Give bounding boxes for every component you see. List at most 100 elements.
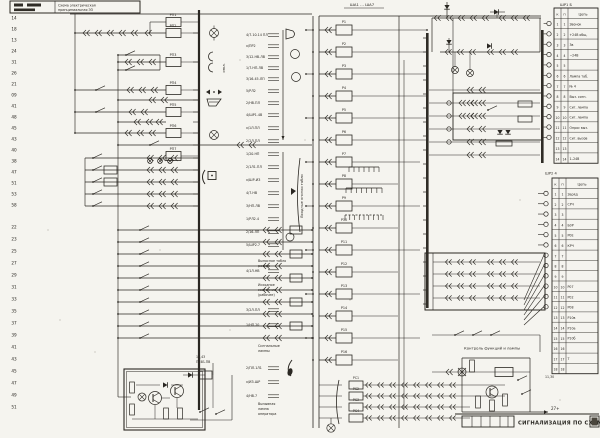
- symbol-column: откл.: [202, 25, 226, 185]
- contact-icon: [148, 129, 156, 137]
- relay-label: Р2: [342, 42, 346, 46]
- contact-icon: [469, 14, 477, 22]
- table-cell: 18: [554, 368, 558, 372]
- contact-icon: [146, 166, 154, 174]
- contact-icon: [389, 393, 396, 399]
- coil-label: РП2: [170, 24, 177, 28]
- contact-icon: [324, 268, 332, 276]
- bracket-icon: [202, 169, 206, 185]
- wire: [489, 386, 497, 391]
- table-cell: 11: [561, 296, 565, 300]
- section-label: 11,30: [545, 375, 554, 379]
- matrix-label: РС4: [353, 409, 359, 413]
- table-cell: 2: [562, 203, 564, 207]
- table-cell: 13: [554, 316, 558, 320]
- table-cell: 5: [562, 234, 564, 238]
- stamp-text: Схема электрическая: [58, 3, 96, 7]
- table-cell: Опрос выз.: [570, 126, 588, 130]
- junction: [311, 229, 313, 231]
- terminal-label: 2/16.ЛП: [246, 230, 260, 234]
- table-cell: 7: [562, 254, 564, 258]
- table-cell: 11: [556, 126, 560, 130]
- table-cell: +24В общ.: [570, 33, 588, 37]
- function-control-circuit: [432, 357, 548, 414]
- junction: [311, 265, 313, 267]
- junction: [312, 359, 314, 361]
- diode-icon: [446, 40, 452, 45]
- diode-icon: [487, 43, 492, 49]
- shape: [336, 379, 340, 425]
- wire: [210, 29, 218, 37]
- junction: [543, 273, 549, 279]
- contact-icon: [486, 48, 494, 56]
- component-box: [335, 200, 353, 212]
- terminal-label: 2/НВ.ПЛ: [246, 101, 260, 105]
- table-cell: 3в: [570, 43, 574, 47]
- wire-number: 58: [11, 203, 17, 208]
- section-label: Выносное табло: [258, 259, 286, 263]
- contact-icon: [478, 151, 486, 159]
- component-box: [475, 395, 481, 409]
- junction: [457, 367, 467, 377]
- component-box: [517, 115, 533, 123]
- junction: [446, 113, 452, 119]
- wire: [461, 371, 467, 377]
- wire-number: 41: [11, 104, 17, 109]
- component-box: [335, 24, 353, 36]
- table-cell: 6: [562, 244, 564, 248]
- rotary-contact-icon: [208, 51, 214, 62]
- junction: [285, 232, 295, 242]
- junction: [543, 221, 549, 227]
- contact-icon: [274, 310, 282, 318]
- component-box: [335, 68, 353, 80]
- diode-icon: [497, 130, 503, 135]
- contact-icon: [274, 250, 282, 258]
- contact-icon: [170, 166, 178, 174]
- contact-icon: [118, 29, 126, 37]
- contact-icon: [158, 190, 166, 198]
- contact-icon: [401, 382, 408, 388]
- junction: [469, 59, 471, 61]
- table-cell: 13: [563, 147, 567, 151]
- contact-icon: [82, 29, 90, 37]
- shape: [291, 188, 296, 195]
- component-box: [489, 399, 495, 412]
- wire-number: 51: [11, 405, 17, 410]
- wire: [215, 409, 226, 415]
- contact-icon: [248, 141, 256, 149]
- wire: [523, 275, 545, 311]
- table-cell: Р10в: [568, 316, 576, 320]
- table-cell: 9: [564, 106, 566, 110]
- terminal-label: х/ШР-ИЗ: [246, 178, 260, 182]
- table-cell: Звонок: [570, 23, 582, 27]
- table-cell: 1: [562, 193, 564, 197]
- contact-icon: [468, 283, 476, 289]
- wire: [139, 225, 150, 231]
- contact-icon: [106, 29, 114, 37]
- contact-icon: [146, 190, 154, 198]
- wire: [139, 249, 150, 255]
- component-box: [591, 417, 598, 426]
- junction: [446, 139, 452, 145]
- terminal-label: 2/1Л1.ПЛ: [246, 165, 262, 169]
- junction: [411, 249, 413, 251]
- wire: [517, 375, 528, 381]
- contact-icon: [510, 48, 518, 56]
- wire: [95, 107, 106, 113]
- contact-icon: [510, 295, 518, 301]
- junction: [543, 304, 549, 310]
- junction: [546, 124, 552, 130]
- junction: [117, 61, 119, 63]
- table-cell: Р02: [568, 295, 574, 299]
- rotary-contact-icon: [208, 62, 214, 73]
- contact-icon: [425, 393, 432, 399]
- junction: [137, 392, 147, 402]
- contact-icon: [498, 48, 506, 56]
- table-cell: 9: [562, 275, 564, 279]
- relay-label: Р9: [342, 196, 346, 200]
- table-header: Цепь: [578, 182, 587, 186]
- matrix-label: РС3: [353, 398, 359, 402]
